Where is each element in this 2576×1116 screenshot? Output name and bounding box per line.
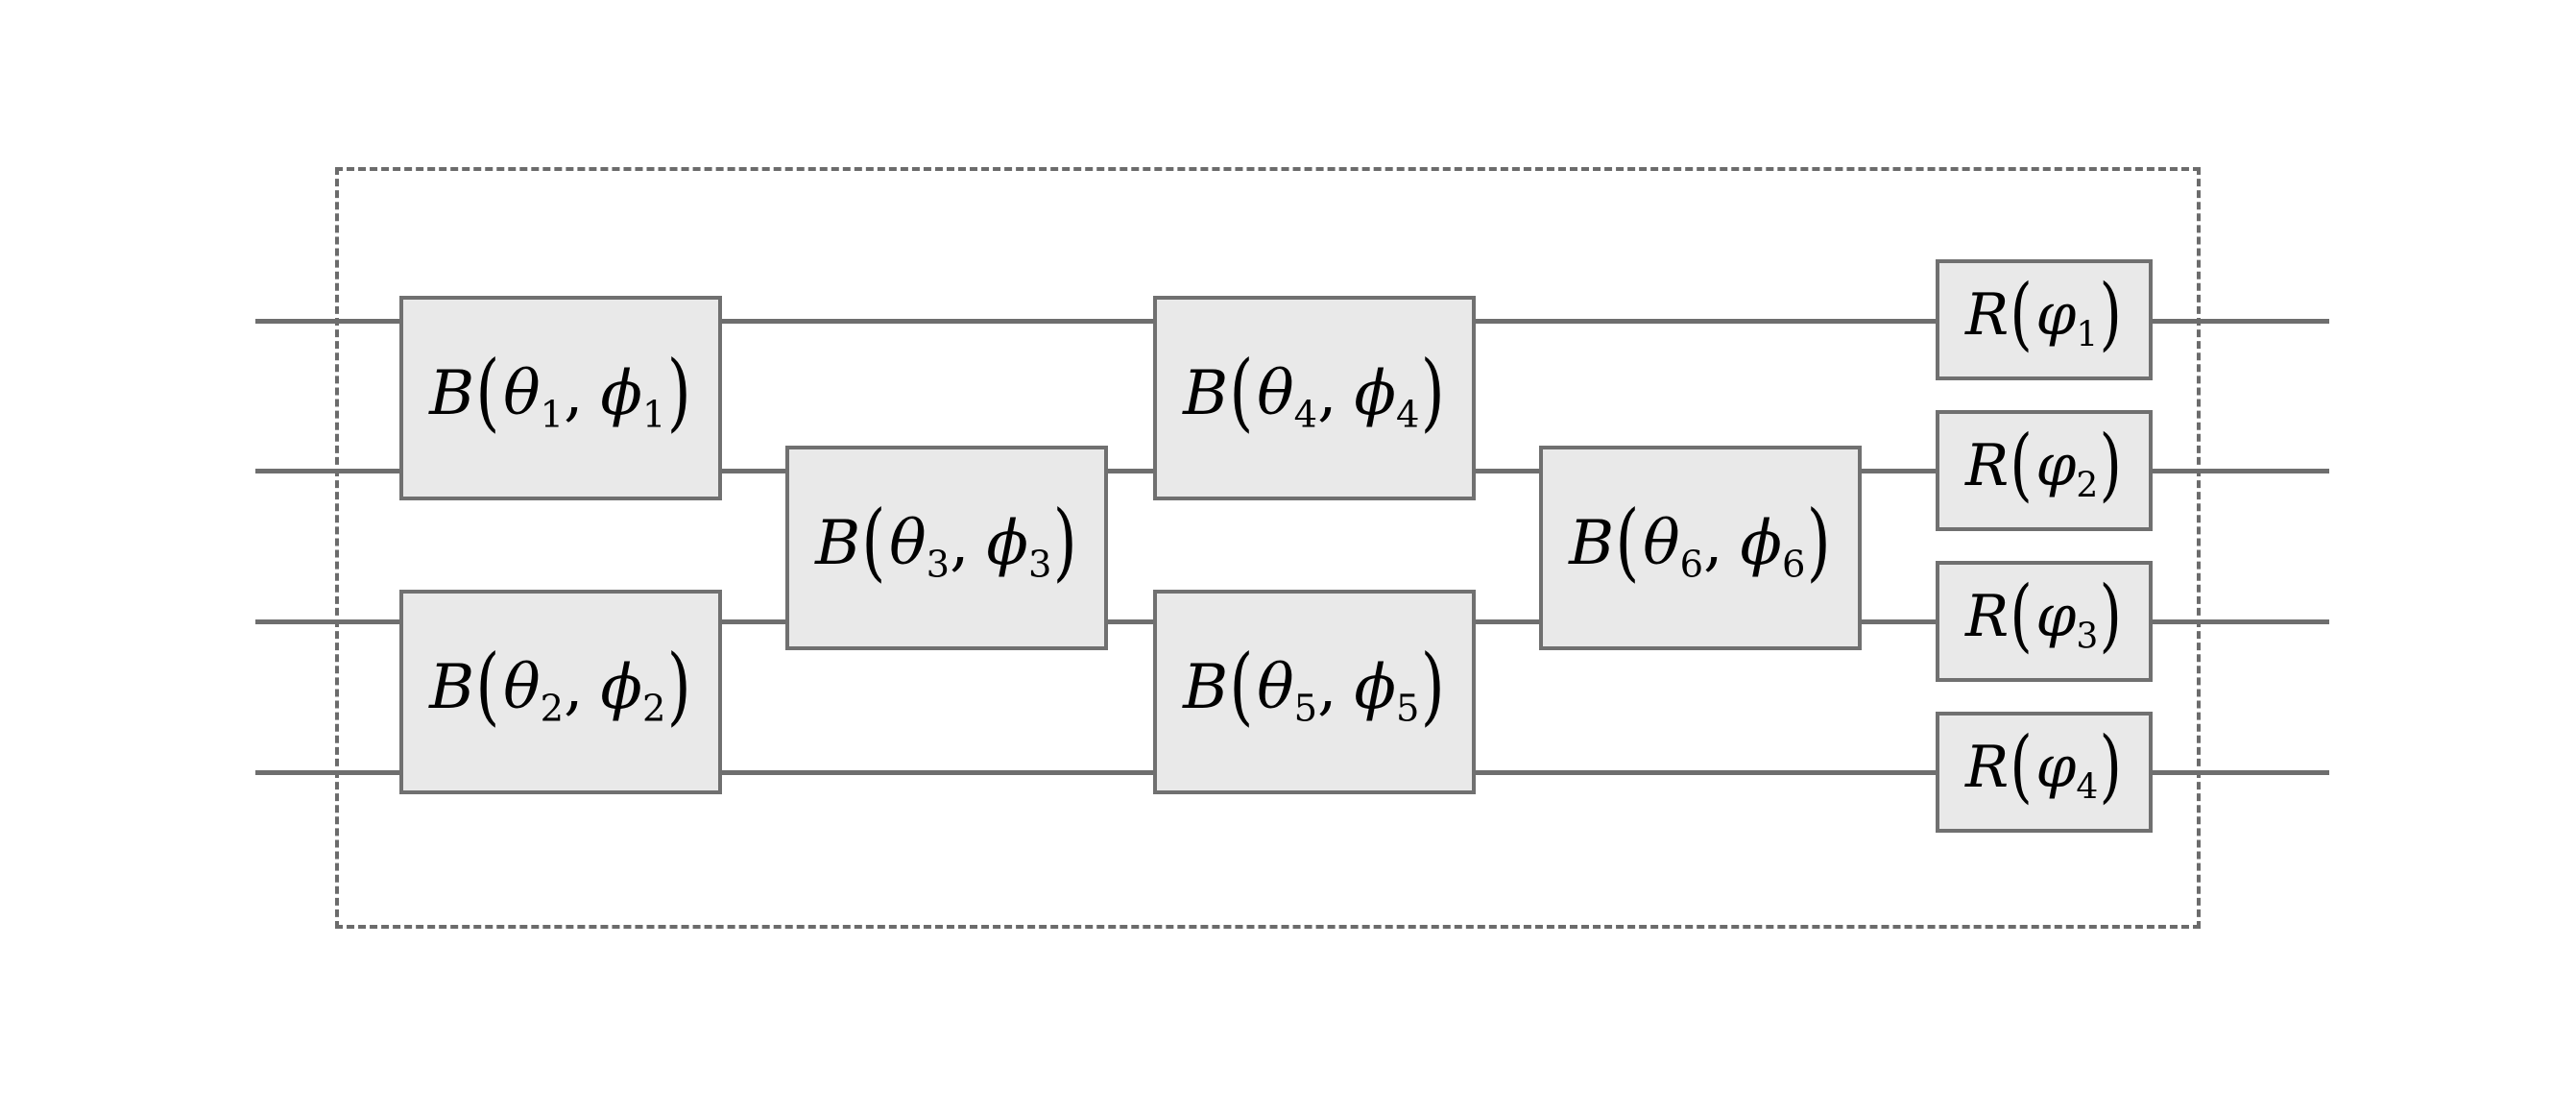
dashed-boundary-box: [335, 167, 2201, 929]
beamsplitter-gate-B2: B(θ2,ϕ2): [399, 590, 722, 794]
beamsplitter-gate-B6: B(θ6,ϕ6): [1539, 446, 1862, 650]
beamsplitter-gate-B4: B(θ4,ϕ4): [1153, 296, 1476, 500]
beamsplitter-gate-B5: B(θ5,ϕ5): [1153, 590, 1476, 794]
gate-label-B1: B(θ1,ϕ1): [429, 343, 691, 442]
gate-label-B5: B(θ5,ϕ5): [1183, 637, 1445, 736]
phase-gate-R1: R(φ1): [1936, 259, 2153, 380]
phase-gate-R2: R(φ2): [1936, 410, 2153, 531]
phase-gate-R4: R(φ4): [1936, 712, 2153, 833]
phase-gate-R3: R(φ3): [1936, 561, 2153, 682]
beamsplitter-gate-B3: B(θ3,ϕ3): [785, 446, 1108, 650]
gate-label-R1: R(φ1): [1964, 267, 2122, 361]
gate-label-R3: R(φ3): [1964, 569, 2122, 663]
gate-label-B3: B(θ3,ϕ3): [815, 493, 1077, 592]
gate-label-B6: B(θ6,ϕ6): [1569, 493, 1831, 592]
gate-label-R4: R(φ4): [1964, 719, 2122, 813]
gate-label-B4: B(θ4,ϕ4): [1183, 343, 1445, 442]
gate-label-B2: B(θ2,ϕ2): [429, 637, 691, 736]
gate-label-R2: R(φ2): [1964, 418, 2122, 512]
beamsplitter-gate-B1: B(θ1,ϕ1): [399, 296, 722, 500]
